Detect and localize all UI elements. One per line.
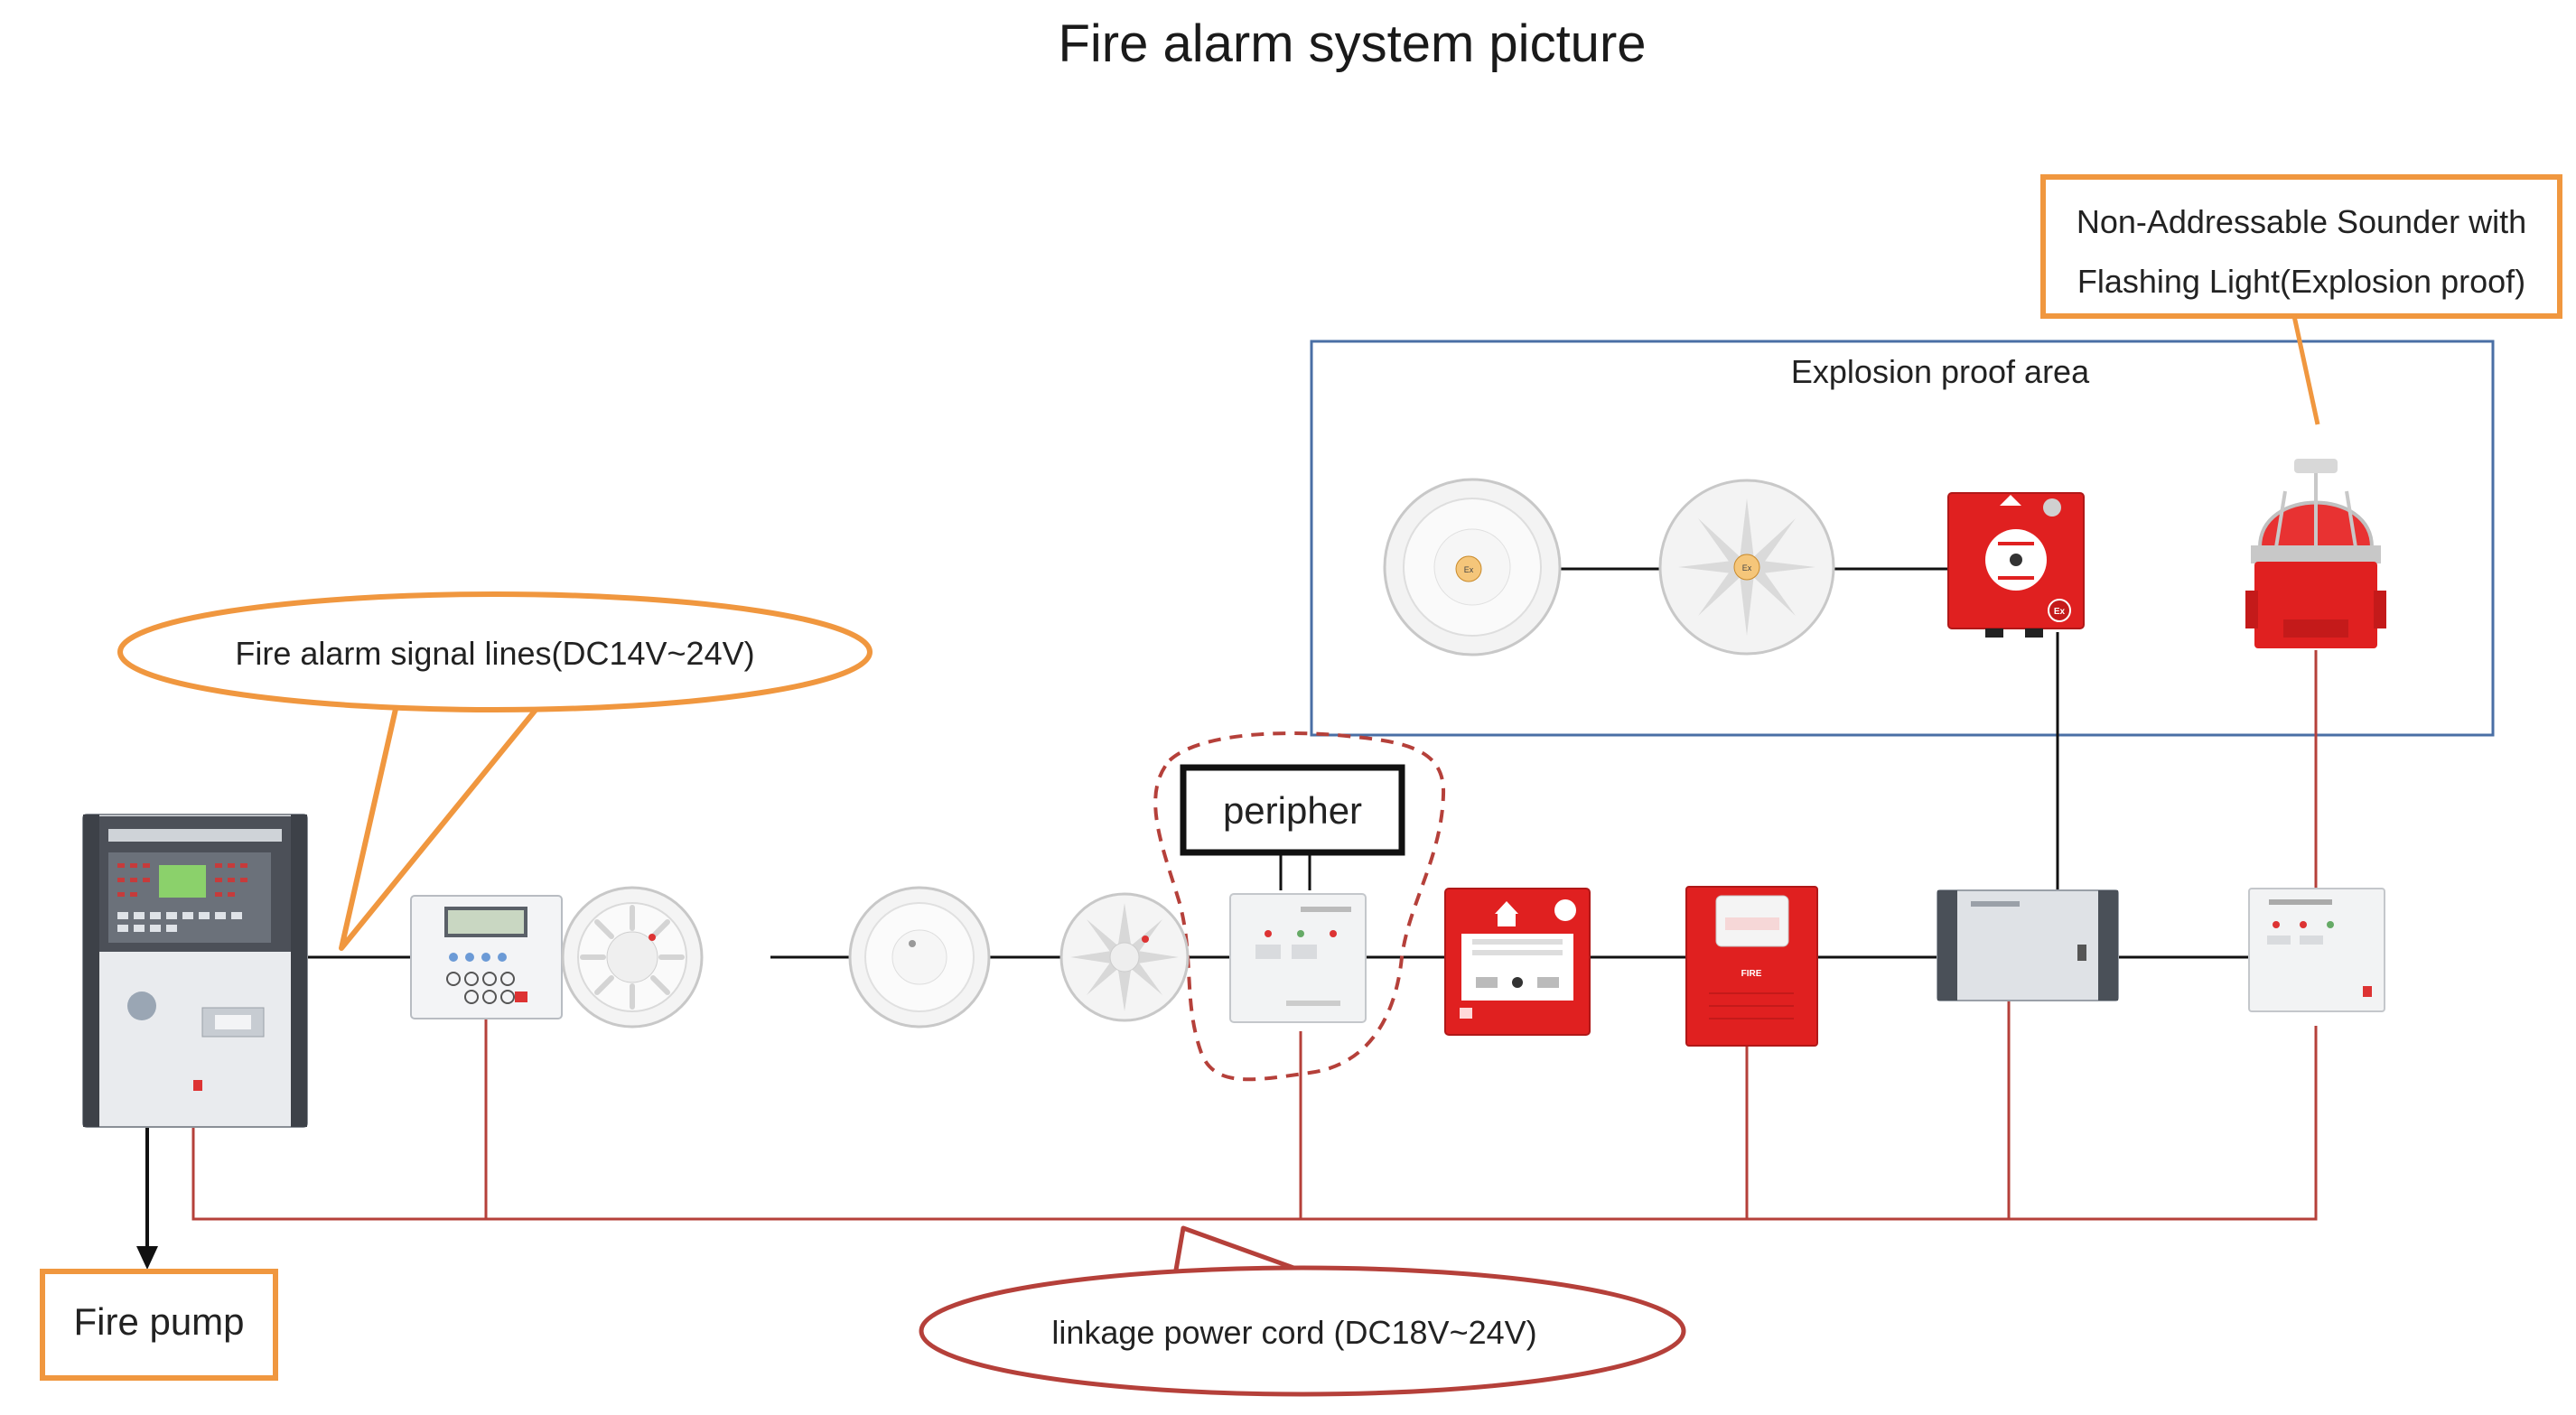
ex-manual-call-point[interactable]: Ex: [1947, 492, 2085, 638]
peripher-dashed-region: [1153, 731, 1446, 1082]
signal-callout-bubble: [117, 591, 873, 712]
explosion-proof-area-box: [1310, 340, 2495, 737]
fire-pump-arrow-head: [136, 1246, 158, 1270]
heat-detector[interactable]: [1059, 892, 1190, 1022]
explosion-proof-area-label: Explosion proof area: [1791, 353, 2090, 390]
explosion-proof-sounder-light[interactable]: [2245, 459, 2386, 648]
sounder-callout-box: [2040, 174, 2562, 319]
sounder-callout-line1: Non-Addressable Sounder with: [2077, 203, 2526, 240]
sounder-fire-text: FIRE: [1741, 969, 1762, 979]
repeater-display-panel[interactable]: [410, 895, 563, 1019]
power-callout-label: linkage power cord (DC18V~24V): [1051, 1314, 1536, 1351]
fire-alarm-control-panel[interactable]: [82, 814, 308, 1128]
signal-bus: [307, 567, 2249, 959]
diagram-title: Fire alarm system picture: [1058, 14, 1646, 73]
sounder-callout-line2: Flashing Light(Explosion proof): [2077, 263, 2525, 300]
peripheral-module[interactable]: [1229, 893, 1367, 1023]
peripher-box[interactable]: [1180, 764, 1405, 856]
ex-smoke-mark: Ex: [1464, 565, 1474, 574]
smoke-detector-1[interactable]: [561, 886, 704, 1029]
power-bus: [191, 650, 2318, 1221]
manual-call-point[interactable]: [1444, 888, 1591, 1036]
smoke-detector-2[interactable]: [848, 886, 991, 1029]
ex-mcp-mark: Ex: [2054, 607, 2066, 617]
ex-heat-detector[interactable]: Ex: [1658, 479, 1835, 656]
peripher-label: peripher: [1223, 789, 1362, 832]
sounder-strobe-fire[interactable]: FIRE: [1685, 886, 1818, 1047]
power-callout-bubble: [919, 1265, 1686, 1397]
isolator-module[interactable]: [1937, 889, 2119, 1001]
input-output-module[interactable]: [2248, 888, 2385, 1012]
fire-pump-label: Fire pump: [73, 1300, 244, 1343]
fire-pump-box[interactable]: [40, 1269, 278, 1381]
signal-callout-label: Fire alarm signal lines(DC14V~24V): [235, 635, 754, 672]
sounder-callout-pointer: [2291, 315, 2320, 425]
ex-smoke-detector[interactable]: Ex: [1383, 478, 1562, 656]
ex-heat-mark: Ex: [1742, 563, 1752, 573]
